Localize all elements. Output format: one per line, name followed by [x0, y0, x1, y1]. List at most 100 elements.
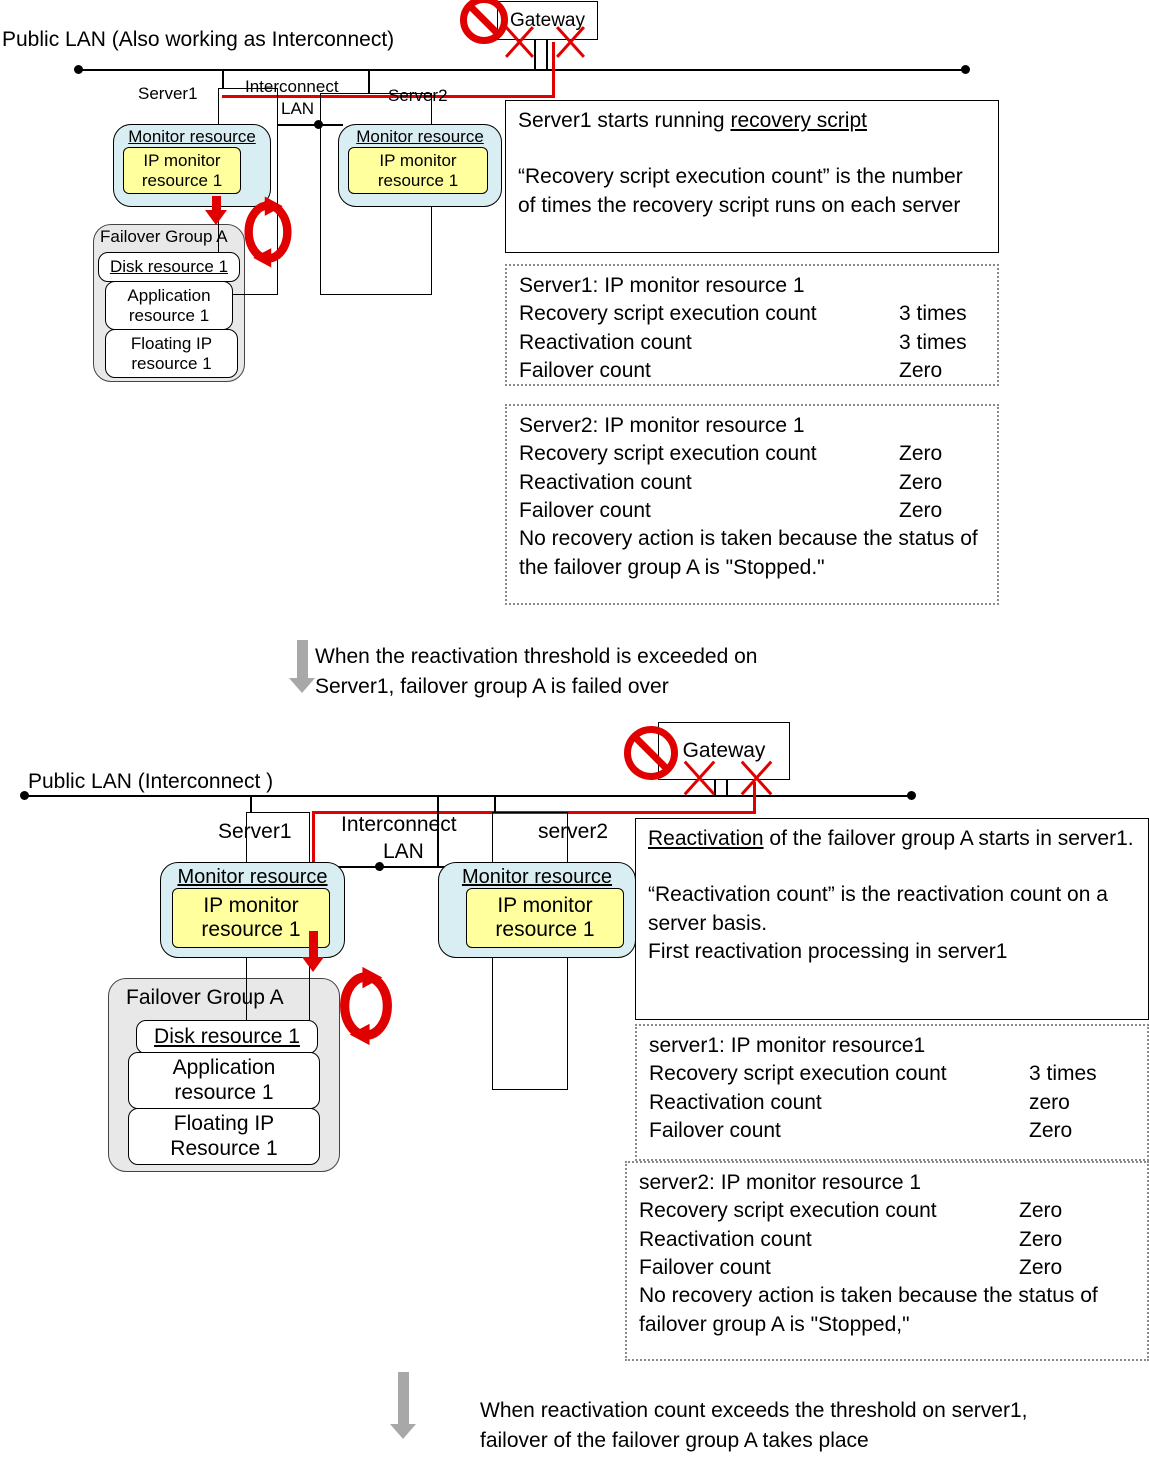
red-down-arrow — [302, 931, 324, 972]
failover-group-title: Failover Group A — [126, 986, 284, 1009]
count-label: Reactivation count — [519, 470, 692, 494]
ip-monitor-resource-box: IP monitor resource 1 — [172, 888, 330, 948]
gray-down-arrow — [390, 1372, 416, 1439]
broken-link-x-icon — [500, 24, 536, 60]
note-server2-counts: server2: IP monitor resource 1 Recovery … — [625, 1161, 1149, 1361]
recycle-arrows-icon — [334, 960, 398, 1057]
no-entry-icon — [460, 0, 508, 44]
arrow-head — [289, 678, 315, 693]
count-label: Failover count — [519, 359, 651, 383]
arrow-shaft — [397, 1372, 409, 1424]
arrow-head — [390, 1424, 416, 1439]
interconnect-dot — [314, 120, 323, 129]
arrow-shaft — [308, 931, 318, 957]
note-title-line: Server1 starts running recovery script — [518, 107, 986, 135]
spacer — [648, 853, 1136, 881]
lan-label: LAN — [281, 99, 315, 118]
note-underlined: Reactivation — [648, 827, 764, 850]
count-row: Recovery script execution count Zero — [519, 440, 985, 468]
count-row: Failover count Zero — [639, 1254, 1135, 1282]
count-value: Zero — [899, 470, 943, 494]
interconnect-label: Interconnect — [341, 813, 457, 836]
server1-label: Server1 — [138, 84, 198, 103]
count-value: Zero — [1019, 1199, 1063, 1223]
note-body: “Recovery script execution count” is the… — [518, 165, 963, 217]
gray-down-arrow — [289, 640, 315, 693]
ip-monitor-resource-label: IP monitor resource 1 — [377, 150, 459, 190]
count-row: Reactivation count Zero — [519, 469, 985, 497]
monitor-resource-title: Monitor resource — [461, 866, 613, 888]
count-label: Failover count — [519, 499, 651, 523]
disk-resource-label: Disk resource 1 — [109, 257, 229, 277]
broken-link-x-icon — [551, 24, 587, 60]
note-title-line: Reactivation of the failover group A sta… — [648, 825, 1136, 853]
public-lan-line — [78, 69, 968, 71]
server2-drop-line — [368, 70, 370, 93]
arrow-head — [205, 210, 227, 225]
count-row: Reactivation count 3 times — [519, 329, 985, 357]
no-entry-icon — [624, 726, 678, 780]
disk-resource-box: Disk resource 1 — [136, 1020, 318, 1054]
note-title: server1: IP monitor resource1 — [649, 1034, 926, 1057]
broken-link-x-icon — [735, 758, 775, 798]
interconnect-label: Interconnect — [245, 77, 339, 96]
note-body: First reactivation processing in server1 — [648, 940, 1008, 964]
public-lan-line — [25, 795, 913, 797]
broken-link-x-icon — [678, 758, 718, 798]
ip-monitor-resource-box: IP monitor resource 1 — [123, 147, 241, 194]
count-label: Recovery script execution count — [649, 1062, 947, 1086]
public-lan-label: Public LAN (Interconnect ) — [28, 770, 274, 793]
ip-monitor-resource-label: IP monitor resource 1 — [141, 150, 223, 190]
count-label: Recovery script execution count — [519, 302, 817, 326]
count-row: Failover count Zero — [649, 1117, 1135, 1145]
count-label: Failover count — [639, 1256, 771, 1280]
ip-monitor-resource-label: IP monitor resource 1 — [201, 894, 301, 941]
transition-text: When reactivation count exceeds the thre… — [480, 1399, 1028, 1453]
count-value: Zero — [899, 442, 943, 466]
count-value: Zero — [899, 499, 943, 523]
red-link-line-vertical — [552, 42, 555, 97]
monitor-resource-title: Monitor resource — [177, 866, 328, 888]
note-title: server2: IP monitor resource 1 — [639, 1171, 922, 1194]
server2-drop-line — [494, 795, 496, 812]
interconnect-line — [277, 124, 343, 126]
application-resource-label: Application resource 1 — [127, 285, 211, 325]
disk-resource-label: Disk resource 1 — [154, 1024, 300, 1048]
interconnect-dot — [375, 862, 384, 871]
count-value: 3 times — [899, 330, 967, 354]
gateway-label: Gateway — [682, 739, 766, 762]
lan-endpoint-dot — [907, 791, 916, 800]
note-title: Server2: IP monitor resource 1 — [519, 414, 805, 437]
recycle-arrows-icon — [239, 194, 297, 275]
red-link-line-horizontal — [222, 95, 555, 98]
note-underlined: recovery script — [730, 109, 867, 132]
application-resource-box: Application resource 1 — [128, 1052, 320, 1109]
count-row: Recovery script execution count 3 times — [519, 300, 985, 328]
count-row: Recovery script execution count 3 times — [649, 1060, 1135, 1088]
spacer — [518, 135, 986, 163]
count-value: Zero — [1019, 1227, 1063, 1251]
recycle-svg — [244, 196, 292, 268]
count-row: Reactivation count zero — [649, 1089, 1135, 1117]
lan-label: LAN — [383, 840, 424, 863]
count-label: Reactivation count — [639, 1227, 812, 1251]
server1-label: Server1 — [218, 820, 292, 843]
gateway-stub-line — [546, 40, 548, 70]
count-value: Zero — [899, 359, 943, 383]
count-row: Recovery script execution count Zero — [639, 1197, 1135, 1225]
note-body: “Reactivation count” is the reactivation… — [648, 883, 1108, 935]
floating-ip-resource-box: Floating IP Resource 1 — [128, 1108, 320, 1165]
note-recovery-script: Server1 starts running recovery script “… — [505, 100, 999, 253]
server2-label: server2 — [538, 820, 609, 843]
floating-ip-resource-label: Floating IP Resource 1 — [170, 1112, 278, 1160]
count-label: Recovery script execution count — [639, 1199, 937, 1223]
interconnect-line — [310, 866, 492, 868]
server1-drop-line — [222, 70, 224, 88]
ip-monitor-resource-box: IP monitor resource 1 — [348, 147, 488, 194]
note-reactivation: Reactivation of the failover group A sta… — [635, 818, 1149, 1020]
count-value: zero — [1029, 1090, 1070, 1114]
red-link-line-vertical — [753, 782, 756, 814]
gateway-stub-line — [726, 780, 728, 796]
failover-group-title: Failover Group A — [100, 227, 228, 246]
